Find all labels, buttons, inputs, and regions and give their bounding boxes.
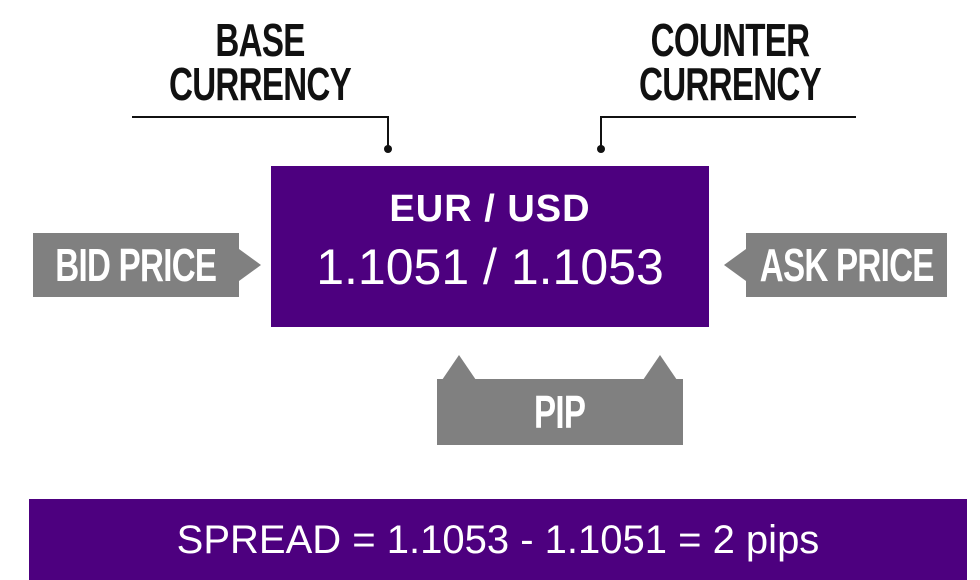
ask-price-callout: ASK PRICE: [746, 233, 947, 297]
ask-price-label: ASK PRICE: [759, 239, 935, 291]
base-connector-vertical: [387, 116, 389, 148]
ask-price-arrow-icon: [724, 249, 746, 281]
pip-callout: PIP: [437, 379, 683, 445]
counter-connector-dot: [597, 145, 605, 153]
currency-pair-name: EUR / USD: [389, 188, 591, 230]
spread-formula: SPREAD = 1.1053 - 1.1051 = 2 pips: [176, 517, 820, 562]
base-currency-label-line-1: BASE: [215, 14, 305, 66]
counter-connector-horizontal: [600, 116, 856, 118]
bid-price-arrow-icon: [239, 249, 261, 281]
counter-currency-label-line-1: COUNTER: [650, 14, 810, 66]
spread-banner: SPREAD = 1.1053 - 1.1051 = 2 pips: [29, 499, 967, 580]
base-connector-dot: [384, 145, 392, 153]
counter-currency-label: COUNTER CURRENCY: [636, 14, 823, 110]
bid-ask-quote: 1.1051 / 1.1053: [316, 239, 664, 295]
pip-right-arrow-icon: [643, 355, 677, 380]
counter-currency-label-line-2: CURRENCY: [639, 58, 822, 110]
currency-pair-box: EUR / USD 1.1051 / 1.1053: [271, 166, 709, 327]
base-currency-label: BASE CURRENCY: [166, 14, 353, 110]
base-connector-horizontal: [132, 116, 389, 118]
counter-connector-vertical: [600, 116, 602, 148]
base-currency-label-line-2: CURRENCY: [169, 58, 352, 110]
pip-label: PIP: [534, 386, 586, 438]
pip-left-arrow-icon: [442, 355, 476, 380]
bid-price-label: BID PRICE: [55, 239, 218, 291]
bid-price-callout: BID PRICE: [33, 233, 239, 297]
